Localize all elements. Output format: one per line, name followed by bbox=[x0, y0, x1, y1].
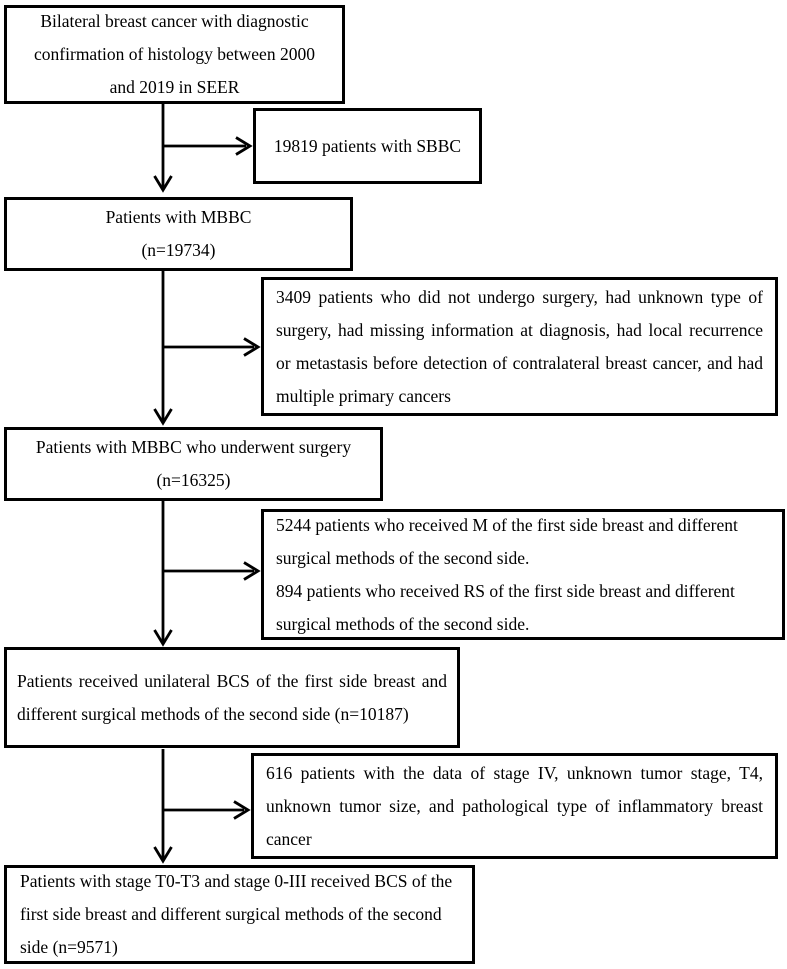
node-text-line: multiple primary cancers bbox=[276, 385, 451, 406]
arrowhead-down-icon bbox=[153, 846, 173, 864]
node-text-line: 616 patients with the data of stage IV, … bbox=[266, 762, 763, 783]
node-count-line: side (n=9571) bbox=[20, 937, 118, 957]
arrowhead-right-icon bbox=[235, 136, 253, 156]
node-sbbc-excluded: 19819 patients with SBBC bbox=[253, 108, 482, 184]
node-text-line: 3409 patients who did not undergo surger… bbox=[276, 286, 763, 307]
arrowhead-right-icon bbox=[243, 337, 261, 357]
node-mbbc-patients: Patients with MBBC (n=19734) bbox=[4, 197, 353, 271]
node-text-line: Patients with MBBC bbox=[105, 207, 252, 227]
node-count-line: (n=16325) bbox=[156, 470, 231, 490]
node-text-line: Patients with stage T0-T3 and stage 0-II… bbox=[20, 871, 453, 891]
node-text-line: cancer bbox=[266, 828, 312, 849]
node-final-cohort: Patients with stage T0-T3 and stage 0-II… bbox=[4, 865, 475, 964]
node-text-line: Patients with MBBC who underwent surgery bbox=[35, 437, 352, 457]
node-text-line: Patients received unilateral BCS of the … bbox=[17, 670, 447, 691]
node-text-line: surgical methods of the second side. bbox=[276, 547, 530, 568]
node-count-line: (n=19734) bbox=[141, 240, 216, 260]
arrowhead-right-icon bbox=[233, 800, 251, 820]
node-exclusion-no-surgery: 3409 patients who did not undergo surger… bbox=[261, 277, 778, 416]
node-seer-cohort: Bilateral breast cancer with diagnostic … bbox=[4, 5, 345, 104]
node-exclusion-stage: 616 patients with the data of stage IV, … bbox=[251, 753, 778, 859]
node-text-line: 5244 patients who received M of the firs… bbox=[276, 514, 738, 535]
node-text-line: surgery, had missing information at diag… bbox=[276, 319, 763, 340]
node-text-line: surgical methods of the second side. bbox=[276, 613, 530, 634]
node-text-line: confirmation of histology between 2000 bbox=[34, 44, 315, 64]
node-unilateral-bcs: Patients received unilateral BCS of the … bbox=[4, 647, 460, 748]
node-text-line: or metastasis before detection of contra… bbox=[276, 352, 763, 373]
arrowhead-down-icon bbox=[153, 175, 173, 193]
node-text-line: first side breast and different surgical… bbox=[20, 904, 442, 924]
node-text-line: 19819 patients with SBBC bbox=[273, 135, 462, 156]
node-text-line: and 2019 in SEER bbox=[109, 77, 240, 97]
node-text-line: different surgical methods of the second… bbox=[17, 703, 409, 724]
arrowhead-right-icon bbox=[243, 561, 261, 581]
node-text-line: Bilateral breast cancer with diagnostic bbox=[40, 11, 309, 31]
node-text-line: 894 patients who received RS of the firs… bbox=[276, 580, 735, 601]
arrowhead-down-icon bbox=[153, 408, 173, 426]
arrowhead-down-icon bbox=[153, 629, 173, 647]
node-text-line: unknown tumor size, and pathological typ… bbox=[266, 795, 763, 816]
node-mbbc-surgery: Patients with MBBC who underwent surgery… bbox=[4, 427, 383, 501]
node-exclusion-m-rs: 5244 patients who received M of the firs… bbox=[261, 509, 785, 640]
